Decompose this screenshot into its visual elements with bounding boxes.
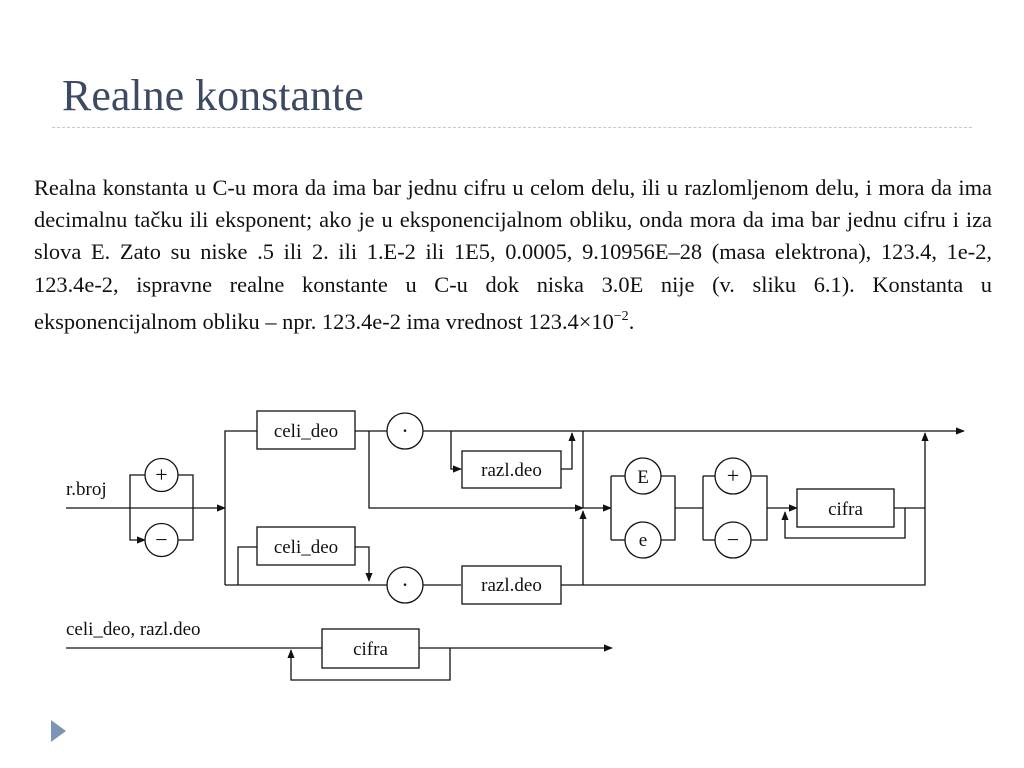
slide-title: Realne konstante: [62, 71, 364, 120]
celi-deo-box-top: [256, 410, 356, 450]
letter-E-label: E: [637, 467, 649, 488]
paragraph-text: Realna konstanta u C-u mora da ima bar j…: [34, 175, 992, 334]
exponent-minus-circle: [714, 521, 752, 559]
razl-deo-box-bottom: [461, 565, 562, 605]
plus-sign-circle: [144, 457, 179, 493]
dot-circle-top: [386, 412, 424, 450]
paragraph-end: .: [628, 308, 635, 334]
dot-circle-bottom: [386, 566, 424, 604]
title-divider: [52, 127, 972, 128]
letter-e-circle: [624, 521, 662, 559]
minus-sign-circle: [144, 522, 179, 558]
celi-deo-label-top: celi_deo: [274, 421, 338, 442]
razl-deo-box-top: [461, 450, 562, 489]
cifra-label-top: cifra: [828, 499, 863, 520]
dot-label-bottom: ·: [401, 572, 408, 597]
slide-bullet-icon: [51, 720, 66, 742]
rule2-label: celi_deo, razl.deo: [66, 619, 201, 640]
plus-sign-label: +: [155, 462, 167, 487]
exponent-plus-circle: [714, 457, 752, 495]
letter-e-label: e: [639, 530, 647, 551]
cifra-label-bottom: cifra: [353, 639, 388, 660]
celi-deo-box-bottom: [256, 526, 356, 566]
entry-label: r.broj: [66, 479, 107, 500]
letter-E-circle: [624, 457, 662, 495]
razl-deo-label-bottom: razl.deo: [481, 575, 542, 596]
dot-label-top: ·: [401, 418, 408, 443]
exponent-plus-label: +: [727, 463, 739, 488]
paragraph-exponent: −2: [613, 308, 629, 324]
razl-deo-label-top: razl.deo: [481, 460, 542, 481]
minus-sign-label: −: [155, 527, 167, 552]
exponent-minus-label: −: [727, 527, 739, 552]
body-paragraph: Realna konstanta u C-u mora da ima bar j…: [34, 172, 992, 338]
cifra-box-top: [796, 488, 895, 528]
celi-deo-label-bottom: celi_deo: [274, 537, 338, 558]
cifra-box-bottom: [321, 628, 420, 669]
